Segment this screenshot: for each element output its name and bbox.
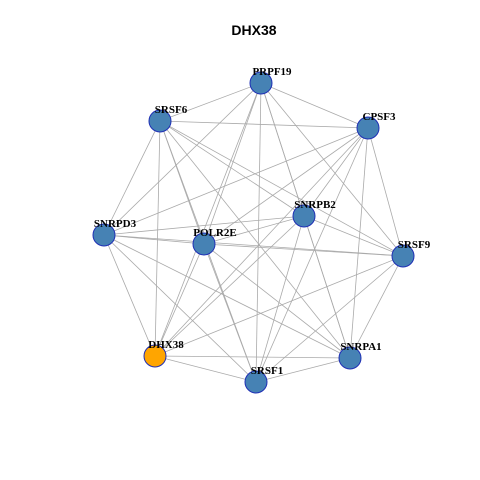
edge-prpf19-polr2e	[203, 82, 262, 245]
diagram-title: DHX38	[231, 22, 276, 38]
node-layer	[92, 71, 415, 394]
edge-srsf6-snrpa1	[159, 120, 351, 359]
node-label-snrpa1: SNRPA1	[340, 341, 381, 353]
node-label-srsf1: SRSF1	[251, 365, 283, 377]
edge-dhx38-snrpa1	[154, 355, 351, 359]
node-cpsf3	[356, 116, 380, 140]
edge-prpf19-dhx38	[154, 82, 262, 357]
edge-cpsf3-srsf9	[367, 127, 404, 257]
edge-cpsf3-snrpa1	[349, 127, 369, 359]
node-label-cpsf3: CPSF3	[363, 111, 397, 123]
node-label-srsf6: SRSF6	[155, 104, 188, 116]
edge-srsf9-srsf1	[255, 255, 404, 383]
edge-srsf6-snrpb2	[159, 120, 305, 217]
edge-srsf9-snrpa1	[349, 255, 404, 359]
edge-srsf9-dhx38	[154, 255, 404, 357]
edge-srsf6-srsf9	[159, 120, 404, 257]
edge-srsf6-snrpd3	[103, 120, 161, 236]
edge-polr2e-dhx38	[154, 243, 205, 357]
edge-srsf6-cpsf3	[159, 120, 369, 129]
edge-polr2e-srsf9	[203, 243, 404, 257]
node-label-prpf19: PRPF19	[252, 66, 292, 78]
node-label-dhx38: DHX38	[148, 339, 184, 351]
node-snrpb2	[292, 204, 316, 228]
edge-polr2e-srsf1	[203, 243, 257, 383]
edge-snrpb2-srsf1	[255, 215, 305, 383]
edge-cpsf3-srsf1	[255, 127, 369, 383]
edge-prpf19-srsf1	[255, 82, 262, 383]
node-snrpd3	[92, 223, 116, 247]
node-prpf19	[249, 71, 273, 95]
edge-prpf19-snrpd3	[103, 82, 262, 236]
edge-prpf19-cpsf3	[260, 82, 369, 129]
edge-snrpd3-dhx38	[103, 234, 156, 357]
edge-snrpd3-srsf1	[103, 234, 257, 383]
edge-cpsf3-snrpb2	[303, 127, 369, 217]
edge-prpf19-srsf9	[260, 82, 404, 257]
edge-snrpd3-srsf9	[103, 234, 404, 257]
node-srsf1	[244, 370, 268, 394]
edge-snrpb2-snrpd3	[103, 215, 305, 236]
edge-prpf19-srsf6	[159, 82, 262, 122]
node-label-srsf9: SRSF9	[398, 239, 431, 251]
node-label-polr2e: POLR2E	[193, 227, 236, 239]
node-snrpa1	[338, 346, 362, 370]
node-polr2e	[192, 232, 216, 256]
edge-cpsf3-dhx38	[154, 127, 369, 357]
edge-dhx38-srsf1	[154, 355, 257, 383]
node-label-snrpd3: SNRPD3	[94, 218, 137, 230]
node-srsf6	[148, 109, 172, 133]
edge-layer	[103, 82, 404, 383]
edge-snrpa1-srsf1	[255, 357, 351, 383]
node-label-snrpb2: SNRPB2	[294, 199, 336, 211]
edge-snrpb2-polr2e	[203, 215, 305, 245]
edge-snrpb2-dhx38	[154, 215, 305, 357]
node-dhx38	[143, 344, 167, 368]
edge-cpsf3-polr2e	[203, 127, 369, 245]
edge-snrpd3-snrpa1	[103, 234, 351, 359]
edge-snrpb2-srsf9	[303, 215, 404, 257]
edge-cpsf3-snrpd3	[103, 127, 369, 236]
node-srsf9	[391, 244, 415, 268]
edge-polr2e-snrpa1	[203, 243, 351, 359]
